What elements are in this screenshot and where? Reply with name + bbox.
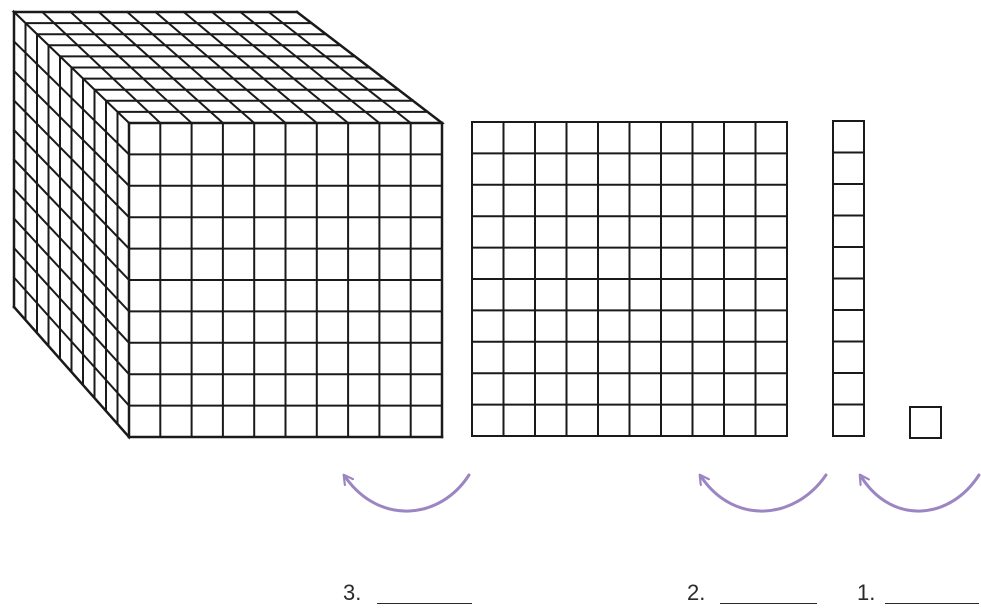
curved-arrow-icon: [862, 475, 979, 511]
answer-blank-2[interactable]: [720, 603, 817, 604]
answer-blank-3[interactable]: [377, 603, 472, 604]
label-3: 3.: [343, 581, 361, 605]
curved-arrow-icon: [346, 475, 469, 511]
label-2: 2.: [687, 581, 705, 605]
one-unit-block: [910, 407, 941, 438]
label-1: 1.: [857, 581, 875, 605]
curved-arrow-icon: [702, 475, 826, 511]
answer-blank-1[interactable]: [885, 603, 979, 604]
thousand-cube-block: [14, 12, 442, 437]
ten-rod-block: [833, 121, 864, 436]
hundred-flat-block: [472, 122, 787, 436]
